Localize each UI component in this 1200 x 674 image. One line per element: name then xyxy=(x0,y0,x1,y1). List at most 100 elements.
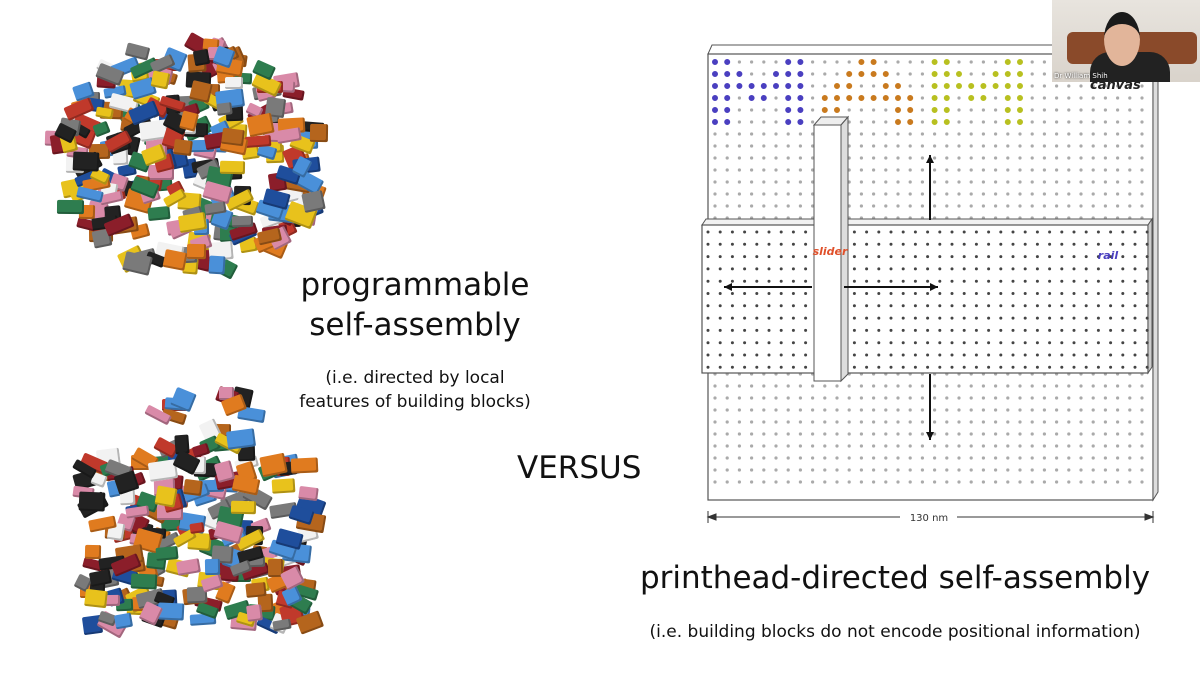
empty-site xyxy=(908,456,912,460)
empty-site xyxy=(1042,480,1046,484)
empty-site xyxy=(1140,132,1144,136)
empty-site xyxy=(994,408,998,412)
colored-site xyxy=(1003,106,1012,114)
empty-site xyxy=(896,420,900,424)
rail-site xyxy=(852,242,856,246)
empty-site xyxy=(1018,132,1022,136)
rail-site xyxy=(901,353,905,357)
empty-site xyxy=(1042,180,1046,184)
rail-site xyxy=(804,292,808,295)
empty-site xyxy=(896,156,900,160)
colored-site xyxy=(747,94,756,102)
empty-site xyxy=(713,468,717,472)
colored-site xyxy=(894,82,902,90)
empty-site xyxy=(774,384,778,388)
empty-site xyxy=(859,468,864,472)
empty-site xyxy=(1128,480,1132,484)
empty-site xyxy=(969,396,973,400)
rail-site xyxy=(718,304,722,308)
empty-site xyxy=(1042,384,1046,388)
versus-label: VERSUS xyxy=(517,450,642,486)
empty-site xyxy=(1055,480,1059,484)
empty-site xyxy=(798,168,803,172)
empty-site xyxy=(957,444,961,448)
empty-site xyxy=(994,156,998,160)
rail-site xyxy=(938,242,942,246)
rail-site xyxy=(1121,242,1125,246)
rail-site xyxy=(730,304,734,308)
rail-site xyxy=(706,267,710,271)
scale-label: 130 nm xyxy=(910,513,948,524)
empty-site xyxy=(859,108,864,112)
empty-site xyxy=(1079,468,1083,472)
colored-site xyxy=(845,82,854,90)
empty-site xyxy=(811,192,815,196)
empty-site xyxy=(811,420,815,424)
rail-site xyxy=(950,341,954,345)
rail-site xyxy=(999,365,1003,369)
rail-site xyxy=(1084,316,1088,320)
rail-site xyxy=(938,353,942,357)
colored-site xyxy=(833,82,841,90)
colored-site xyxy=(930,94,939,102)
empty-site xyxy=(920,444,925,448)
empty-site xyxy=(957,132,961,136)
empty-site xyxy=(1140,480,1144,484)
rail-site xyxy=(1072,365,1076,369)
empty-site xyxy=(811,72,815,76)
rail-site xyxy=(1109,267,1113,271)
rail-site xyxy=(743,255,747,259)
empty-site xyxy=(1018,384,1022,388)
rail-site xyxy=(913,279,917,283)
rail-site xyxy=(889,353,893,357)
empty-site xyxy=(969,480,973,484)
empty-site xyxy=(798,156,803,160)
rail-site xyxy=(950,328,954,332)
empty-site xyxy=(945,204,949,208)
rail-site xyxy=(852,341,856,345)
rail-site xyxy=(999,353,1003,357)
rail-site xyxy=(706,365,710,369)
empty-site xyxy=(1030,480,1034,484)
colored-site xyxy=(942,70,951,78)
empty-site xyxy=(811,144,815,148)
empty-site xyxy=(1091,432,1095,436)
empty-site xyxy=(835,480,839,484)
empty-site xyxy=(957,60,961,64)
empty-site xyxy=(981,480,986,484)
empty-site xyxy=(847,480,851,484)
rail-site xyxy=(974,304,978,308)
empty-site xyxy=(933,396,937,400)
empty-site xyxy=(896,168,900,172)
rail-site xyxy=(1072,341,1076,345)
rail-site xyxy=(889,341,893,345)
rail-site xyxy=(755,316,759,320)
empty-site xyxy=(933,480,937,484)
rail-site xyxy=(718,255,722,259)
rail-site xyxy=(804,230,808,234)
rail-site xyxy=(767,267,771,271)
participant-video-thumbnail[interactable]: Dr William Shih xyxy=(1052,0,1200,82)
empty-site xyxy=(798,132,803,136)
rail-site xyxy=(889,365,893,369)
empty-site xyxy=(1079,108,1083,112)
rail-site xyxy=(767,230,771,234)
empty-site xyxy=(1018,432,1022,436)
rail-site xyxy=(865,316,869,320)
rail-site xyxy=(1060,365,1064,369)
rail-site xyxy=(779,341,783,345)
rail-site xyxy=(974,230,978,234)
empty-site xyxy=(1042,120,1046,124)
rail-site xyxy=(1023,230,1027,234)
rail-site xyxy=(1035,292,1039,295)
rail-site xyxy=(779,279,783,283)
empty-site xyxy=(872,156,876,160)
rail-site xyxy=(1011,341,1015,345)
empty-site xyxy=(1042,468,1046,472)
arrowhead-icon xyxy=(930,283,938,291)
rail-site xyxy=(755,242,759,246)
empty-site xyxy=(884,432,888,436)
empty-site xyxy=(1091,444,1095,448)
empty-site xyxy=(969,120,973,124)
rail-site xyxy=(743,328,747,332)
